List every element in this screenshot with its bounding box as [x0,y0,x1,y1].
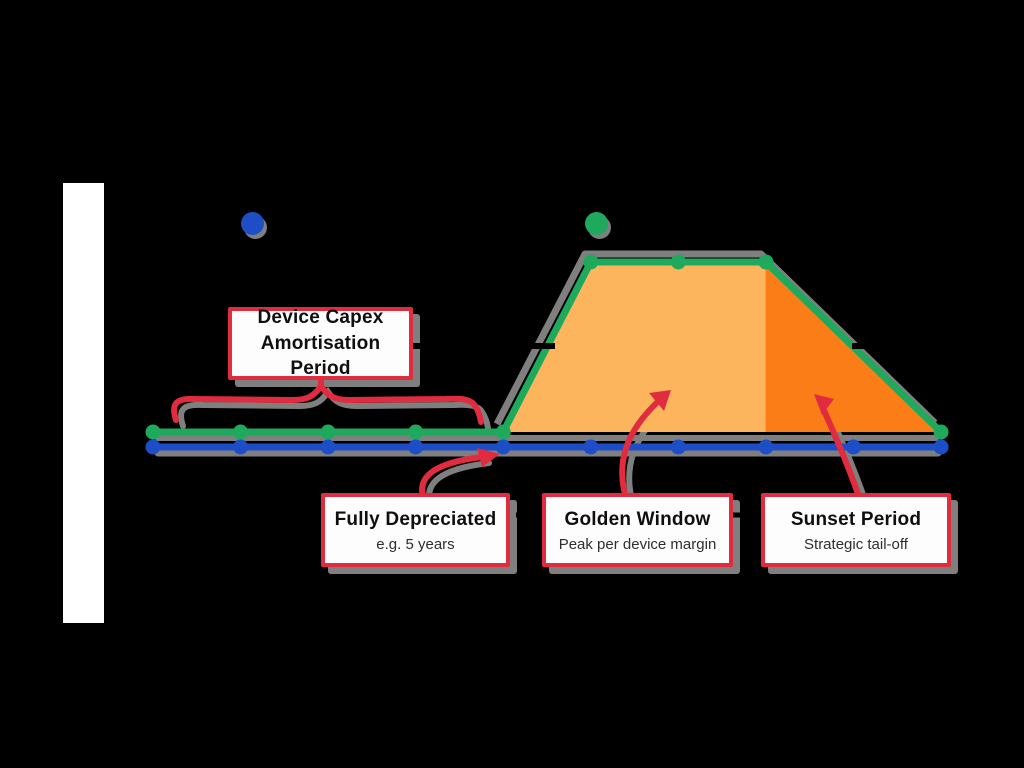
red-annotations [171,375,865,510]
arrowhead-golden-window-icon [649,390,671,411]
gridline-dashes [218,343,877,349]
golden-window-callout: Golden Window Peak per device margin [542,493,733,567]
y-axis-label-block [63,183,104,623]
arrowhead-fully-depreciated-icon [477,448,500,467]
red-arrowheads [477,390,834,467]
arrow-golden-window [619,394,666,510]
sunset-period-callout: Sunset Period Strategic tail-off [761,493,951,567]
amortisation-callout: Device Capex Amortisation Period [228,307,413,380]
sunset-period-title: Sunset Period [790,508,922,530]
fully-depreciated-callout: Fully Depreciated e.g. 5 years [321,493,510,567]
amortisation-brace [171,380,484,425]
arrowhead-sunset-period-icon [814,394,834,415]
amortisation-title-line1: Device Capex [257,307,384,329]
fully-depreciated-title: Fully Depreciated [334,508,497,530]
amortisation-title-line2: Amortisation Period [260,332,381,380]
golden-window-title: Golden Window [564,508,711,530]
legend-blue-dot-icon [241,212,264,235]
fully-depreciated-subtitle: e.g. 5 years [376,536,455,554]
sunset-period-subtitle: Strategic tail-off [804,536,908,554]
golden-window-subtitle: Peak per device margin [558,536,717,554]
legend-green-dot-icon [585,212,608,235]
